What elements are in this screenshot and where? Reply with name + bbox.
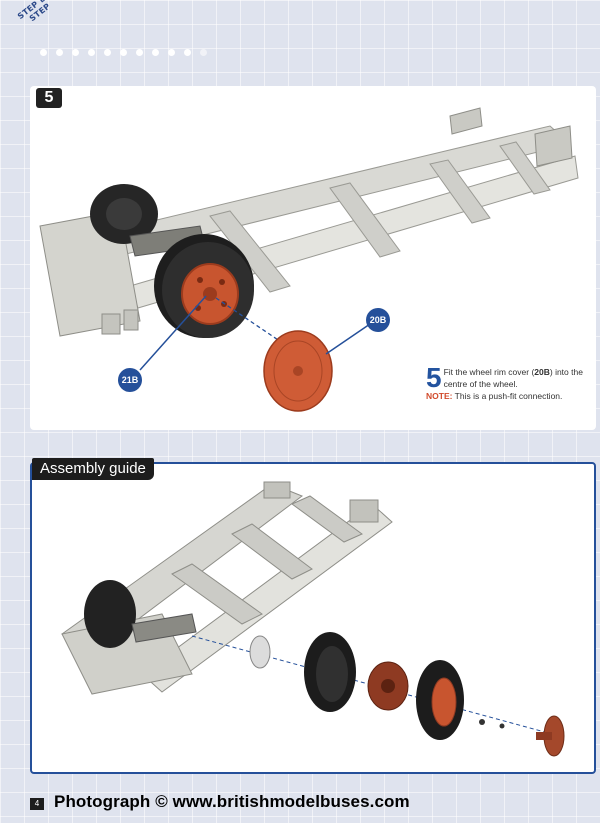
step-instruction: 5 Fit the wheel rim cover (20B) into the… xyxy=(426,362,596,402)
step-number-badge: 5 xyxy=(36,88,62,108)
callout-21b: 21B xyxy=(118,368,142,392)
note-label: NOTE: xyxy=(426,391,453,401)
instruction-step-number: 5 xyxy=(426,362,442,393)
step-panel: 5 xyxy=(30,86,596,430)
step-by-step-logo: STEP BY STEP xyxy=(16,0,78,42)
page-number: 4 xyxy=(30,798,44,810)
instruction-part-ref: 20B xyxy=(534,367,550,377)
chassis-illustration xyxy=(39,107,579,412)
photo-watermark: Photograph © www.britishmodelbuses.com xyxy=(54,792,410,811)
assembly-guide-title: Assembly guide xyxy=(32,458,154,480)
header-dots xyxy=(40,49,207,56)
callout-20b: 20B xyxy=(366,308,390,332)
exploded-view-illustration xyxy=(61,481,565,757)
assembly-guide-panel xyxy=(30,462,596,774)
header-strip: STEP BY STEP xyxy=(0,0,600,60)
instruction-text-after: ) into the centre of the wheel. xyxy=(443,367,583,389)
note-text: This is a push-fit connection. xyxy=(452,391,563,401)
instruction-text-before: Fit the wheel rim cover ( xyxy=(443,367,535,377)
